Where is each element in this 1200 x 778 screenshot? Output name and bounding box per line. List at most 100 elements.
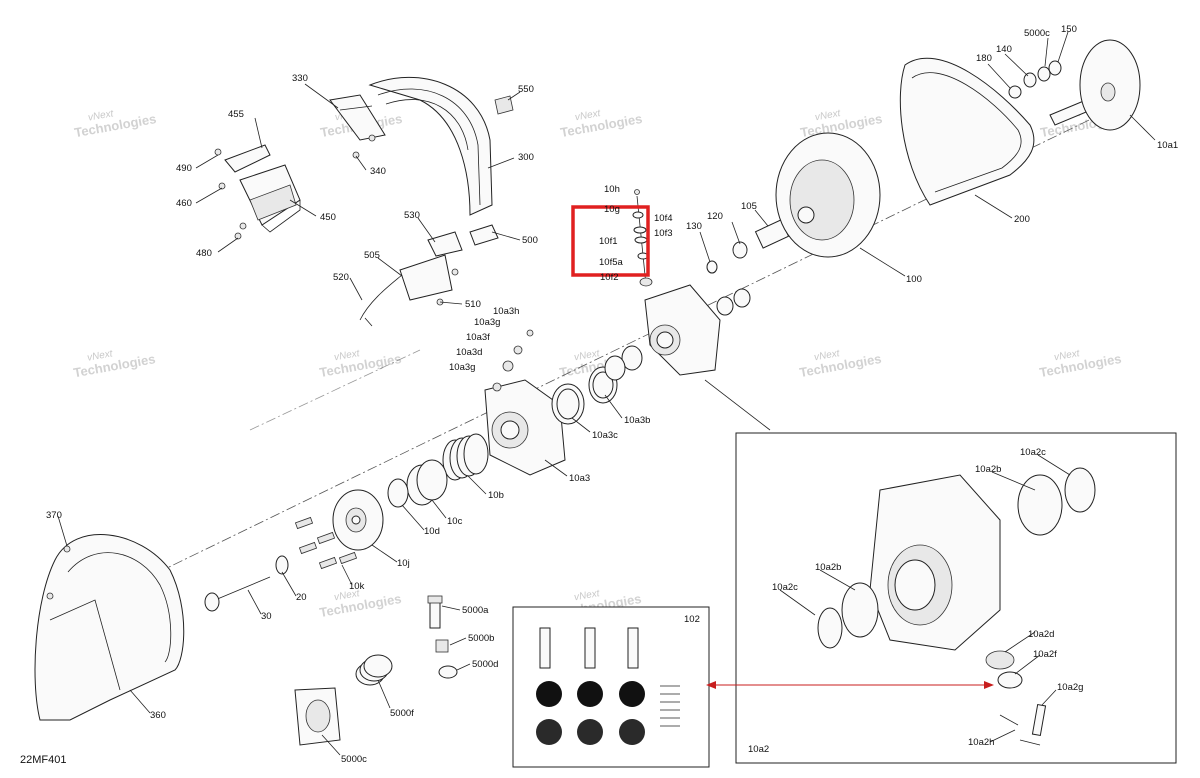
secondary-assembly	[706, 39, 1141, 274]
part-label: 100	[906, 274, 922, 285]
cover-360	[34, 534, 185, 721]
watermark-text: Technologies	[798, 351, 882, 380]
part-label: 10a3h	[493, 306, 519, 317]
part-label: 10h	[604, 184, 620, 195]
part-label: 10a3b	[624, 415, 650, 426]
fender-guard	[329, 77, 514, 216]
part-label: 180	[976, 53, 992, 64]
part-label: 10f4	[654, 213, 673, 224]
leader-lines	[57, 31, 1156, 756]
part-label: 10f1	[599, 236, 618, 247]
part-label: 140	[996, 44, 1012, 55]
bracket-assembly	[214, 144, 301, 240]
part-label: 10a3g	[449, 362, 475, 373]
part-label: 300	[518, 152, 534, 163]
part-label: 10a3	[569, 473, 590, 484]
part-label: 10a3g	[474, 317, 500, 328]
watermark-text: Technologies	[559, 111, 643, 140]
hub-10j	[275, 489, 384, 575]
part-label: 340	[370, 166, 386, 177]
part-label: 200	[1014, 214, 1030, 225]
part-label: 5000a	[462, 605, 489, 616]
part-label: 5000c	[341, 754, 367, 765]
highlight-box	[571, 205, 650, 277]
watermark-text: vNext	[814, 108, 842, 123]
part-label: 5000f	[390, 708, 414, 719]
part-label: 10a3d	[456, 347, 482, 358]
part-label: 520	[333, 272, 349, 283]
part-label: 10f2	[600, 272, 619, 283]
arrow-head-right	[984, 681, 994, 689]
part-label: 530	[404, 210, 420, 221]
part-label: 10a3c	[592, 430, 618, 441]
part-label: 10c	[447, 516, 463, 527]
center-sheave	[604, 284, 771, 431]
part-label: 490	[176, 163, 192, 174]
part-label: 370	[46, 510, 62, 521]
part-label: 10a2d	[1028, 629, 1054, 640]
assembly-axis	[59, 104, 1121, 621]
part-label: 10a2c	[772, 582, 798, 593]
part-label: 30	[261, 611, 272, 622]
part-label: 10a2g	[1057, 682, 1083, 693]
part-label: 455	[228, 109, 244, 120]
part-label: 10a2b	[815, 562, 841, 573]
part-label: 480	[196, 248, 212, 259]
diagram-code: 22MF401	[20, 754, 66, 766]
part-label: 10b	[488, 490, 504, 501]
part-label: 10d	[424, 526, 440, 537]
part-label: 450	[320, 212, 336, 223]
part-label: 5000d	[472, 659, 498, 670]
pin-stack	[632, 189, 653, 287]
part-label: 5000b	[468, 633, 494, 644]
part-label: 10g	[604, 204, 620, 215]
inset-box-102	[512, 606, 710, 768]
part-label: 460	[176, 198, 192, 209]
part-label: 10f5a	[599, 257, 623, 268]
part-labels: 330 550 455 490 460 450 480 340 300 530 …	[46, 24, 1178, 765]
watermark-text: Technologies	[73, 111, 157, 140]
watermark-text: vNext	[333, 348, 361, 363]
part-label: 10a2h	[968, 737, 994, 748]
part-label: 10a2b	[975, 464, 1001, 475]
part-label: 10k	[349, 581, 365, 592]
watermark-text: vNext	[333, 588, 361, 603]
part-label: 330	[292, 73, 308, 84]
watermark-text: Technologies	[318, 591, 402, 620]
part-label: 150	[1061, 24, 1077, 35]
bolt-30	[204, 576, 271, 612]
watermark-text: vNext	[87, 108, 115, 123]
part-label: 550	[518, 84, 534, 95]
part-label: 360	[150, 710, 166, 721]
part-label: 20	[296, 592, 307, 603]
watermark-text: Technologies	[72, 351, 156, 380]
part-label: 500	[522, 235, 538, 246]
mount-brackets	[359, 224, 499, 327]
watermark-text: vNext	[813, 348, 841, 363]
inset-box-10a2	[735, 432, 1177, 764]
part-label: 10a2	[748, 744, 769, 755]
watermark-text: vNext	[1053, 348, 1081, 363]
arrow-head-left	[706, 681, 716, 689]
part-label: 10j	[397, 558, 410, 569]
part-label: 102	[684, 614, 700, 625]
part-label: 5000c	[1024, 28, 1050, 39]
part-label: 510	[465, 299, 481, 310]
part-label: 130	[686, 221, 702, 232]
part-label: 10a1	[1157, 140, 1178, 151]
watermark-text: Technologies	[318, 351, 402, 380]
spare-items	[294, 595, 458, 746]
part-label: 105	[741, 201, 757, 212]
part-label: 10a2c	[1020, 447, 1046, 458]
watermark-text: vNext	[86, 348, 114, 363]
watermark-text: vNext	[574, 108, 602, 123]
watermark-text: Technologies	[1038, 351, 1122, 380]
watermark-text: vNext	[573, 588, 601, 603]
part-label: 120	[707, 211, 723, 222]
part-label: 505	[364, 250, 380, 261]
part-label: 10a2f	[1033, 649, 1057, 660]
part-label: 10f3	[654, 228, 673, 239]
part-label: 10a3f	[466, 332, 490, 343]
spring-10b	[387, 433, 489, 508]
